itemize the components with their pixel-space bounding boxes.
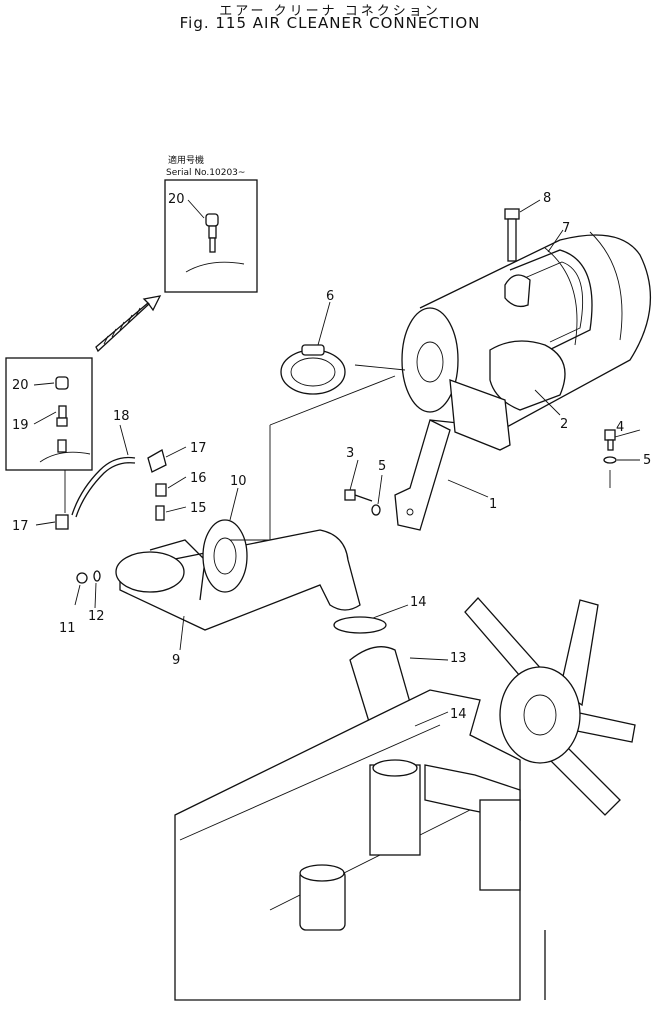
callout-14a: 14 [410, 595, 427, 610]
cooling-fan [464, 597, 636, 816]
callout-9: 9 [172, 653, 180, 668]
callout-1: 1 [489, 497, 497, 512]
figure-title: Fig. 115 AIR CLEANER CONNECTION [179, 14, 481, 32]
callout-17a: 17 [190, 441, 207, 456]
callout-7: 7 [562, 221, 570, 236]
callout-17b: 17 [12, 519, 29, 534]
inset-note-japanese: 適用号機 [168, 154, 204, 166]
callout-6: 6 [326, 289, 334, 304]
callout-2: 2 [560, 417, 568, 432]
callout-8: 8 [543, 191, 551, 206]
part-cap-drawing [205, 213, 219, 227]
air-cleaner-assembly [280, 208, 651, 531]
callout-10: 10 [230, 474, 247, 489]
sensor-inset-box [5, 357, 93, 471]
callout-11: 11 [59, 621, 76, 636]
figure-title-japanese: エアー クリーナ コネクション [219, 4, 441, 19]
callout-16: 16 [190, 471, 207, 486]
callout-20a: 20 [12, 378, 29, 393]
direction-arrow [95, 295, 162, 353]
callout-18: 18 [113, 409, 130, 424]
callout-5b: 5 [643, 453, 651, 468]
callout-5a: 5 [378, 459, 386, 474]
inset-serial-note: Serial No.10203~ [166, 168, 245, 178]
callout-15: 15 [190, 501, 207, 516]
callout-12: 12 [88, 609, 105, 624]
engine-block [174, 689, 546, 1001]
callout-14b: 14 [450, 707, 467, 722]
callout-13: 13 [450, 651, 467, 666]
callout-4: 4 [616, 420, 624, 435]
callout-numbers: 8 7 6 2 4 5 1 3 5 10 14 13 14 9 11 12 18… [12, 191, 651, 722]
callout-3: 3 [346, 446, 354, 461]
leader-lines [33, 199, 641, 727]
serial-inset-box: 適用号機 Serial No.10203~ [164, 154, 258, 293]
intake-pipe-assembly [55, 449, 416, 738]
callout-19: 19 [12, 418, 29, 433]
callout-20b: 20 [168, 192, 185, 207]
